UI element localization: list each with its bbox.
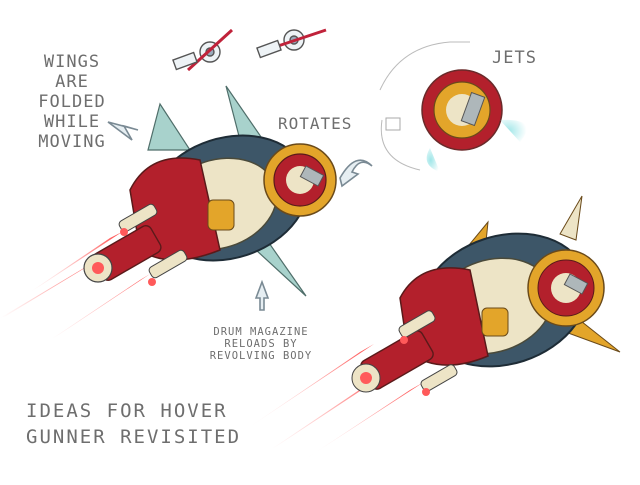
note-jets: JETS (492, 48, 537, 68)
rotor-icon-right (256, 28, 327, 59)
arrows (107, 121, 373, 311)
jets-sketch (379, 41, 527, 172)
right-ship (351, 195, 621, 396)
rotor-icon-left (172, 28, 234, 72)
note-drum-magazine: DRUM MAGAZINE RELOADS BY REVOLVING BODY (209, 326, 313, 362)
note-wings-folded: WINGS ARE FOLDED WHILE MOVING (38, 52, 106, 152)
sheet-title: IDEAS FOR HOVER GUNNER REVISITED (26, 400, 242, 448)
note-rotates: ROTATES (278, 114, 353, 133)
left-ship-lasers (0, 232, 150, 340)
left-ship (83, 85, 337, 297)
